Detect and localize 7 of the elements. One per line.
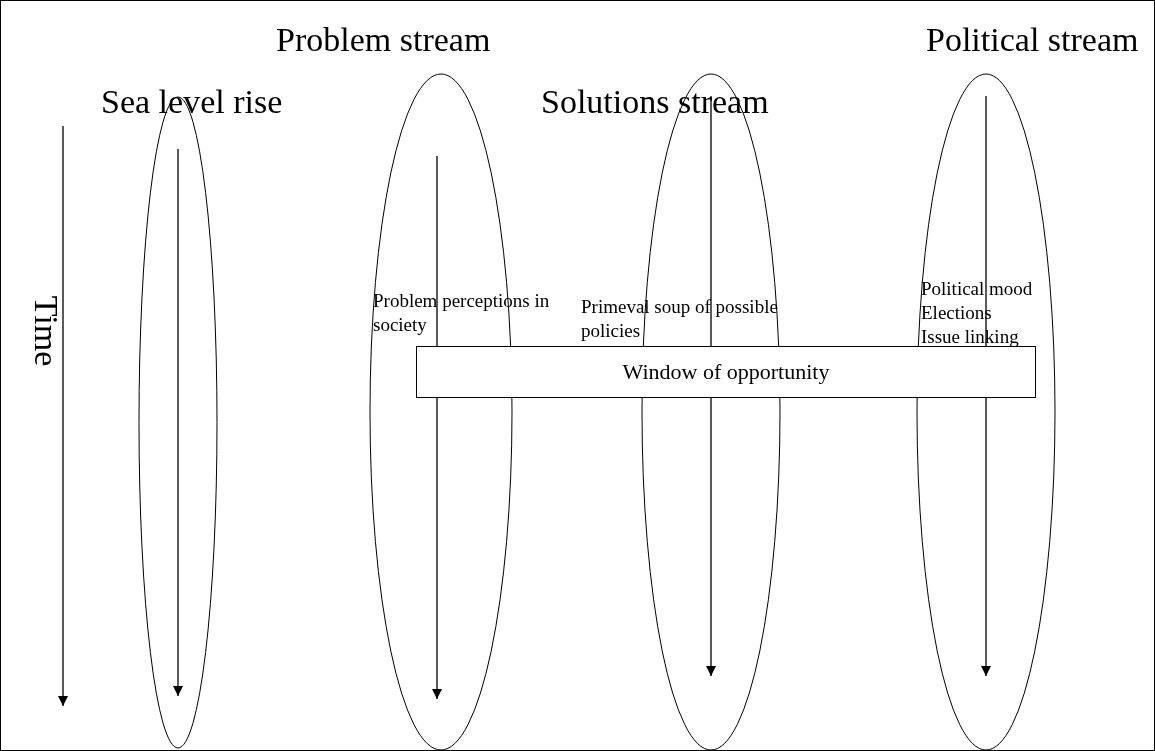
stream-heading: Political stream: [926, 21, 1139, 59]
window-label: Window of opportunity: [622, 359, 830, 385]
stream-heading: Problem stream: [276, 21, 491, 59]
stream-factor: Political mood: [921, 277, 1034, 301]
axis-label: Time: [26, 295, 65, 367]
window-bar: [416, 346, 1036, 398]
stream-heading: Sea level rise: [101, 83, 283, 121]
